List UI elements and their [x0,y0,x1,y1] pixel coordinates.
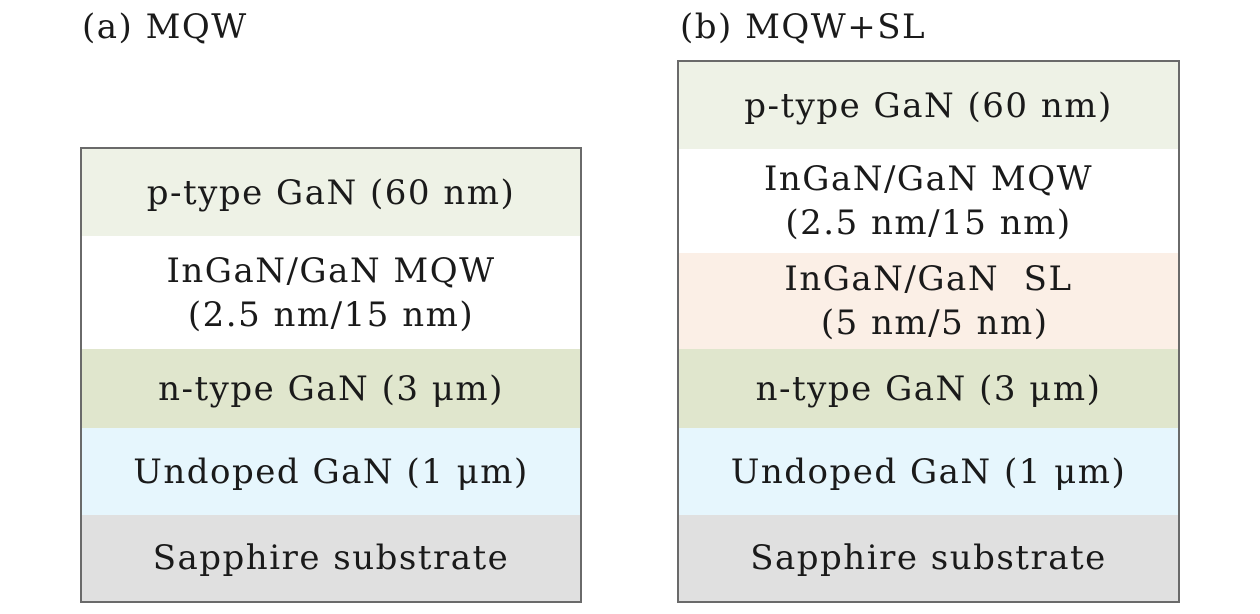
layer-undoped-gan: Undoped GaN (1 μm) [679,428,1178,517]
panel-b-title: (b) MQW+SL [680,7,927,47]
layer-ingan-gan-sl: InGaN/GaN SL (5 nm/5 nm) [679,253,1178,351]
panel-b-layer-stack: p-type GaN (60 nm) InGaN/GaN MQW (2.5 nm… [677,60,1180,603]
layer-label-line: n-type GaN (3 μm) [755,368,1102,409]
panel-a-layer-stack: p-type GaN (60 nm) InGaN/GaN MQW (2.5 nm… [80,147,582,603]
layer-undoped-gan: Undoped GaN (1 μm) [82,428,580,517]
layer-label-line: Sapphire substrate [750,538,1107,578]
layer-label-line: (2.5 nm/15 nm) [785,203,1072,243]
layer-ingan-gan-mqw: InGaN/GaN MQW (2.5 nm/15 nm) [679,149,1178,255]
layer-n-type-gan: n-type GaN (3 μm) [679,349,1178,430]
layer-p-type-gan: p-type GaN (60 nm) [82,149,580,238]
layer-label-line: Undoped GaN (1 μm) [730,451,1127,492]
layer-p-type-gan: p-type GaN (60 nm) [679,62,1178,151]
layer-label-line: InGaN/GaN SL [784,259,1073,299]
layer-label-line: n-type GaN (3 μm) [158,368,504,409]
layer-sapphire-substrate: Sapphire substrate [679,515,1178,601]
layer-label-line: InGaN/GaN MQW [763,159,1094,199]
layer-ingan-gan-mqw: InGaN/GaN MQW (2.5 nm/15 nm) [82,236,580,351]
layer-label-line: InGaN/GaN MQW [166,250,496,291]
panel-a-title: (a) MQW [82,7,248,47]
layer-label-line: (2.5 nm/15 nm) [187,294,475,335]
layer-label-line: Undoped GaN (1 μm) [133,451,529,492]
layer-label-line: (5 nm/5 nm) [808,303,1049,343]
layer-n-type-gan: n-type GaN (3 μm) [82,349,580,430]
layer-sapphire-substrate: Sapphire substrate [82,515,580,601]
layer-label-line: p-type GaN (60 nm) [146,172,516,213]
layer-label-line: Sapphire substrate [152,538,510,578]
layer-label-line: p-type GaN (60 nm) [744,85,1113,126]
